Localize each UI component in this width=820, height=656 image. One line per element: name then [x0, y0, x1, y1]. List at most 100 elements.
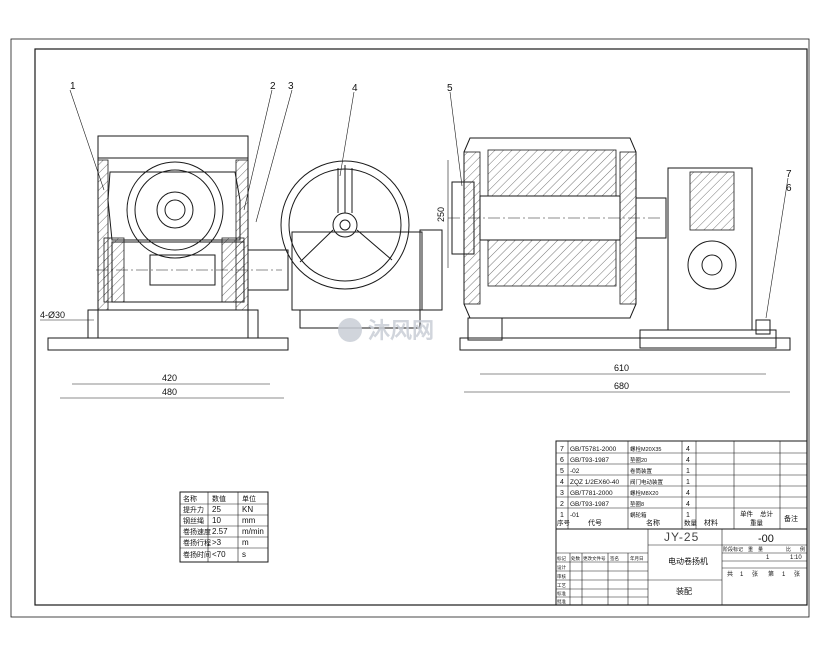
sig-row-1: 审核: [557, 573, 566, 580]
param-row-0-unit: KN: [242, 505, 253, 514]
bom-row-4-qty: 1: [686, 479, 690, 486]
title-block: JY-25 -00 电动卷扬机 装配 阶段标记 重 量 比 例 1 1:10 共…: [555, 528, 808, 606]
param-row-2-value: 2.57: [212, 527, 228, 536]
sheet-info-0: 共: [727, 570, 733, 578]
param-row-1-value: 10: [212, 516, 221, 525]
sig-row-3: 标准: [557, 590, 566, 597]
stage-header-4: 例: [800, 546, 805, 553]
bom-row-3-name: 螺栓M8X20: [630, 489, 658, 497]
sheet-info-4: 1: [782, 572, 786, 578]
param-row-3-unit: m: [242, 538, 249, 547]
sig-row-2: 工艺: [557, 583, 566, 588]
sig-row-4: 批准: [557, 598, 566, 605]
bom-row-1-code: -01: [570, 512, 580, 519]
balloon-6: 6: [786, 183, 792, 194]
param-row-0-value: 25: [212, 505, 221, 514]
parameters-table: 名称 数值 单位 提升力 25 KN 钢丝绳 10 mm 卷扬速度 2.57 m…: [179, 491, 269, 563]
balloon-4: 4: [352, 83, 358, 94]
bom-row-3-code: GB/T781-2000: [570, 490, 613, 497]
bom-row-7-qty: 4: [686, 446, 690, 453]
dimensions: 4-Ø30 420 480 250 610 680: [40, 160, 790, 399]
bom-row-4-code: ZQZ 1/2EX60-40: [570, 479, 620, 486]
bom-header-remark: 备注: [784, 514, 798, 523]
bom-row-1-qty: 1: [686, 512, 690, 519]
balloon-5: 5: [447, 83, 453, 94]
sheet-info-5: 张: [794, 570, 800, 578]
bom-row-2-no: 2: [560, 501, 564, 508]
stage-header-3: 比: [786, 546, 791, 553]
bom-row-5-name: 卷筒装置: [630, 467, 653, 475]
param-header-name: 名称: [183, 494, 197, 503]
drum-assembly: [448, 137, 667, 341]
param-row-2-name: 卷扬速度: [183, 527, 211, 536]
param-row-4-name: 卷扬时间: [183, 550, 211, 559]
bom-row-6-no: 6: [560, 457, 564, 464]
drawing-subtitle: 装配: [676, 586, 692, 596]
bom-header-unit-weight: 单件: [740, 509, 754, 518]
bom-row-5-code: -02: [570, 468, 580, 475]
bom-row-1-no: 1: [560, 512, 564, 519]
right-base: [459, 337, 791, 351]
bom-row-7-name: 螺栓M20X35: [630, 445, 662, 453]
bom-header-material: 材料: [704, 518, 718, 527]
dim-holes: 4-Ø30: [40, 310, 65, 320]
sig-header-2: 更改文件号: [583, 555, 606, 562]
bom-row-3-no: 3: [560, 490, 564, 497]
bom-header-weight: 重量: [750, 519, 764, 527]
dim-height: 250: [436, 207, 446, 222]
bom-row-6-name: 垫圈20: [630, 456, 647, 464]
sig-header-4: 年月日: [630, 555, 644, 562]
inner-frame: [34, 48, 808, 606]
bom-row-5-qty: 1: [686, 468, 690, 475]
sig-header-1: 处数: [571, 555, 580, 562]
stage-header-1: 重: [748, 546, 753, 553]
drawing-title: 电动卷扬机: [668, 556, 708, 566]
dim-right-span: 610: [614, 363, 629, 373]
watermark-logo: 沐风网: [338, 318, 434, 343]
bom-row-3-qty: 4: [686, 490, 690, 497]
balloon-2: 2: [270, 81, 276, 92]
param-header-unit: 单位: [242, 494, 256, 503]
param-row-3-value: >3: [212, 538, 222, 547]
drawing-number-right: -00: [758, 533, 774, 545]
bom-row-6-code: GB/T93-1987: [570, 457, 609, 464]
stage-value-weight: 1: [766, 555, 770, 561]
sig-row-0: 设计: [557, 564, 566, 571]
bom-header-total-weight: 总计: [760, 509, 774, 518]
param-row-2-unit: m/min: [242, 527, 264, 536]
dim-left-total: 480: [162, 387, 177, 397]
bom-row-2-qty: 4: [686, 501, 690, 508]
bom-row-4-name: 阀门电动装置: [630, 478, 664, 486]
drawing-number-left: JY-25: [664, 530, 699, 544]
left-base: [47, 337, 289, 351]
sheet-info-3: 第: [768, 570, 774, 578]
bom-header-qty: 数量: [684, 518, 698, 527]
param-row-0-name: 提升力: [183, 505, 204, 514]
sig-header-3: 签名: [610, 555, 619, 562]
bearing-block: [639, 167, 777, 349]
watermark-text: 沐风网: [368, 318, 434, 343]
handwheel-motor: [280, 160, 443, 329]
sig-header-0: 标记: [557, 555, 566, 562]
bom-row-7-code: GB/T5781-2000: [570, 446, 617, 453]
bom-row-4-no: 4: [560, 479, 564, 486]
param-row-3-name: 卷扬行程: [183, 538, 211, 547]
sheet-info-1: 1: [740, 572, 744, 578]
bom-header-name: 名称: [646, 518, 660, 527]
outer-frame: [10, 38, 810, 618]
param-row-4-unit: s: [242, 550, 246, 559]
param-header-value: 数值: [212, 494, 226, 503]
balloon-1: 1: [70, 81, 76, 92]
bom-header-no: 序号: [557, 518, 571, 527]
stage-header-2: 量: [758, 546, 763, 553]
dim-left-span: 420: [162, 373, 177, 383]
bom-row-1-name: 蜗轮箱: [630, 511, 647, 519]
bom-row-2-name: 垫圈8: [630, 500, 644, 508]
param-row-1-name: 钢丝绳: [183, 516, 204, 525]
param-row-4-value: <70: [212, 550, 226, 559]
worm-gearbox: [87, 135, 289, 339]
sheet-info-2: 张: [752, 570, 758, 578]
balloon-callouts: 1 2 3 4 5 7 6: [69, 81, 792, 319]
dim-right-total: 680: [614, 381, 629, 391]
